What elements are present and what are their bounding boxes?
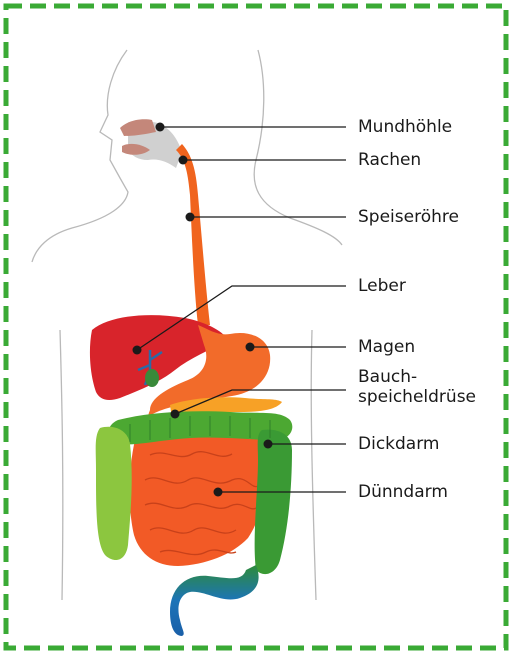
label-magen: Magen: [358, 338, 415, 357]
label-duenndarm: Dünndarm: [358, 483, 448, 502]
esophagus: [176, 144, 210, 325]
rectum: [170, 565, 259, 636]
label-bauch-line1: Bauch-: [358, 368, 417, 387]
label-speiseroehre: Speiseröhre: [358, 208, 459, 227]
label-bauch-line2: speicheldrüse: [358, 388, 476, 407]
label-leber: Leber: [358, 277, 406, 296]
label-mundhoehle: Mundhöhle: [358, 118, 452, 137]
label-dickdarm: Dickdarm: [358, 435, 439, 454]
label-rachen: Rachen: [358, 151, 421, 170]
